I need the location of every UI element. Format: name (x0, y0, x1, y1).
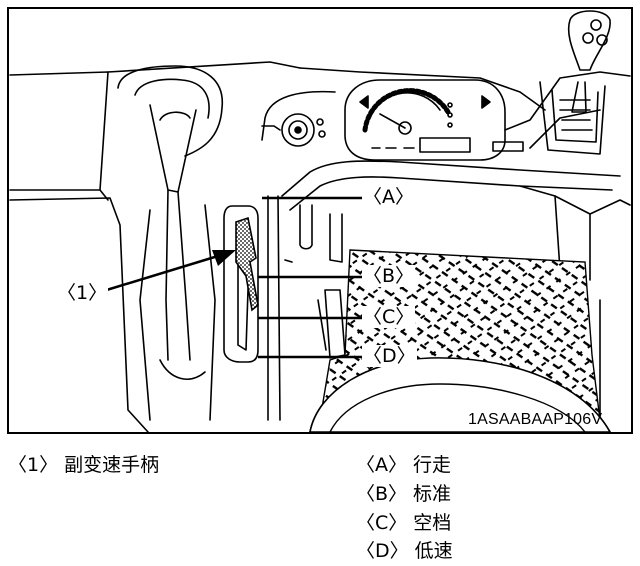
leader-1-arrowhead (212, 250, 236, 266)
callout-d: 〈D〉 (362, 345, 417, 367)
callout-b: 〈B〉 (362, 265, 416, 287)
callout-1: 〈1〉 (56, 282, 109, 304)
legend-key: 〈B〉 (356, 483, 408, 505)
legend-text: 空档 (413, 512, 452, 534)
legend-item-1: 〈1〉副变速手柄 (8, 453, 159, 477)
legend-item-b: 〈B〉标准 (356, 482, 451, 506)
callout-a: 〈A〉 (362, 186, 415, 208)
legend-item-a: 〈A〉行走 (356, 453, 451, 477)
callout-c: 〈C〉 (362, 306, 416, 328)
legend-key: 〈C〉 (356, 512, 408, 534)
legend-key: 〈A〉 (356, 454, 407, 476)
legend-text: 副变速手柄 (64, 454, 160, 476)
figure-frame (7, 7, 633, 434)
legend-text: 行走 (413, 454, 452, 476)
legend-key: 〈D〉 (356, 540, 409, 562)
figure-code: 1ASAABAAP106V (468, 411, 603, 428)
legend-text: 低速 (414, 540, 453, 562)
tractor-cab-illustration (7, 7, 633, 434)
legend-text: 标准 (413, 483, 452, 505)
sub-shift-lever (235, 216, 259, 312)
legend-item-d: 〈D〉低速 (356, 539, 453, 563)
leader-1 (99, 254, 219, 294)
legend-item-c: 〈C〉空档 (356, 511, 451, 535)
legend-key: 〈1〉 (8, 454, 59, 476)
